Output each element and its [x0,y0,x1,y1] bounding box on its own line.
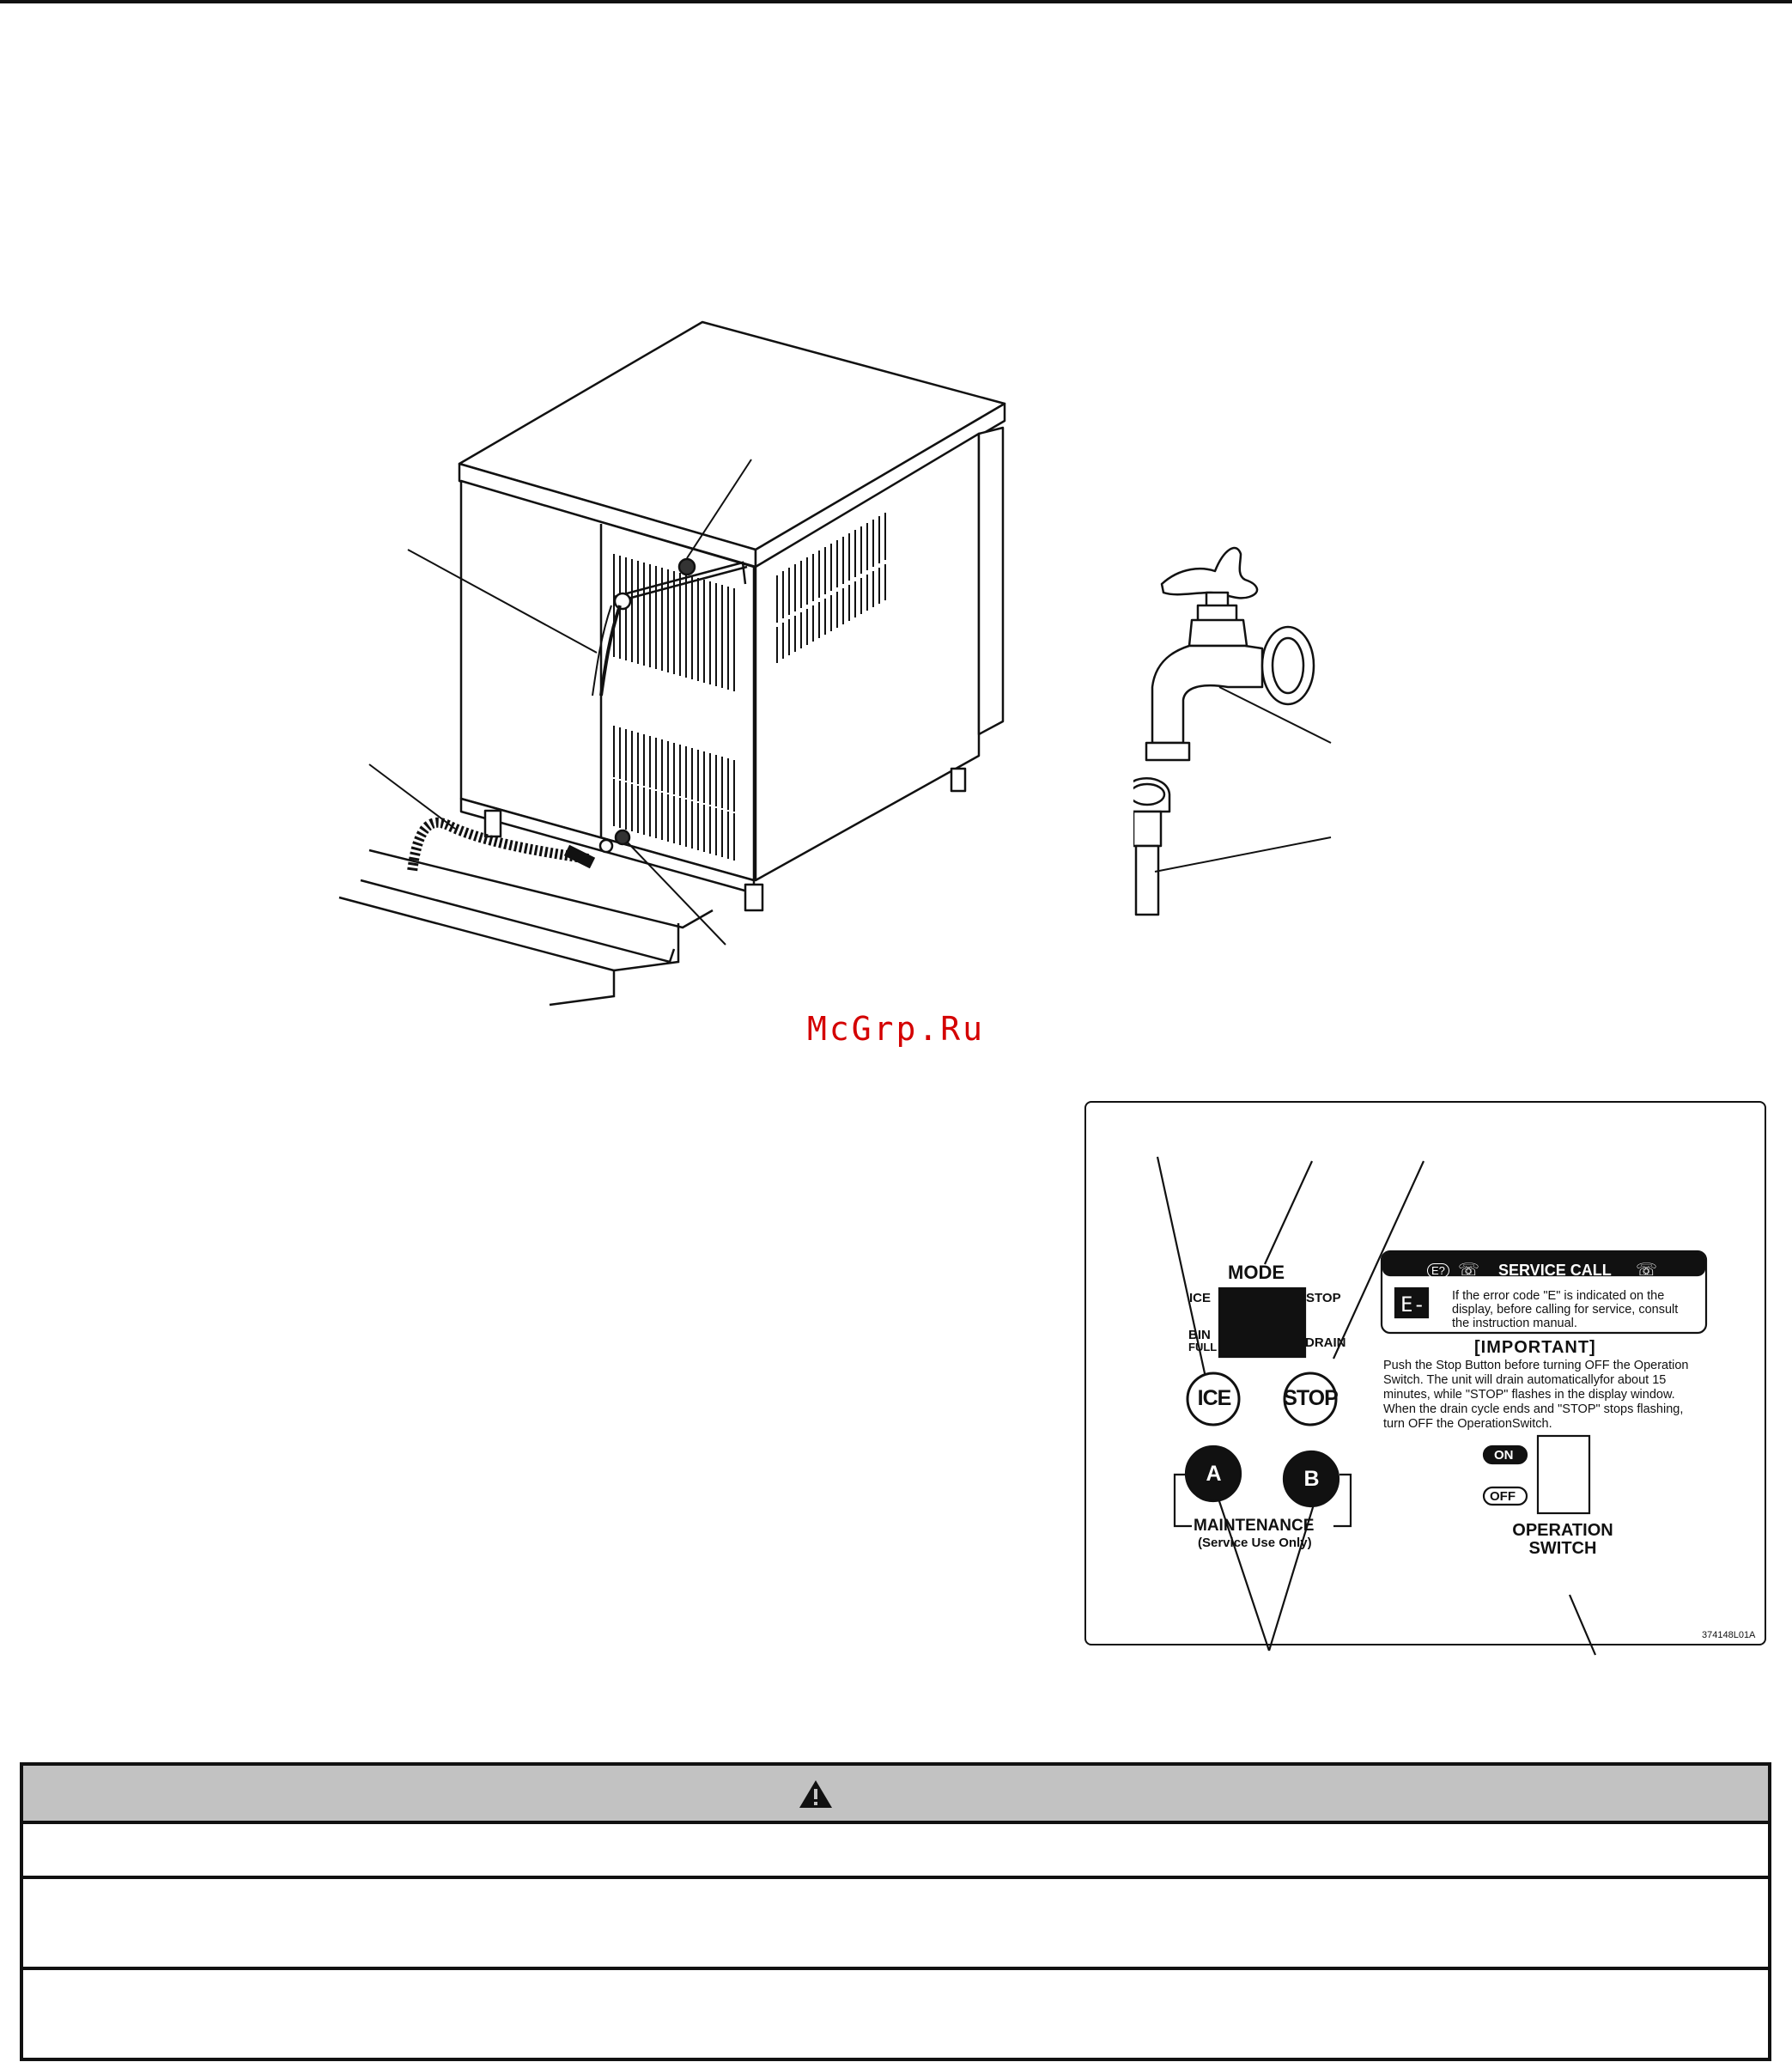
stop-button[interactable]: STOP [1283,1386,1339,1410]
part-code: 374148L01A [1702,1630,1756,1640]
warning-row-3 [23,1970,1768,2061]
service-use-only-label: (Service Use Only) [1198,1536,1312,1550]
off-label: OFF [1490,1489,1516,1504]
control-panel [1084,1101,1766,1645]
error-code-icon: E? [1427,1263,1449,1278]
important-text-1: Push the Stop Button before turning OFF … [1383,1359,1689,1372]
operation-switch[interactable] [1538,1436,1589,1513]
display-sample: E- [1400,1293,1425,1317]
top-rule [0,0,1792,3]
warning-header [23,1766,1768,1824]
important-text-2: Switch. The unit will drain automaticall… [1383,1373,1667,1387]
telephone-icon-right: ☏ [1636,1261,1658,1280]
important-text-3: minutes, while "STOP" flashes in the dis… [1383,1388,1675,1402]
stop-indicator-label: STOP [1306,1291,1341,1305]
telephone-icon: ☏ [1458,1261,1480,1280]
faucet-illustration [1133,546,1332,916]
ice-indicator-label: ICE [1189,1291,1212,1305]
mode-title: MODE [1228,1262,1285,1283]
bin-full-label-2: FULL [1188,1341,1218,1353]
important-title: [IMPORTANT] [1474,1338,1596,1357]
ice-machine-illustration [338,320,1006,1007]
warning-table [20,1762,1771,2061]
bin-full-label-1: BIN [1188,1328,1211,1342]
ice-button[interactable]: ICE [1197,1386,1232,1410]
maintenance-a-button[interactable]: A [1206,1462,1221,1486]
service-call-title: SERVICE CALL [1498,1262,1612,1279]
control-panel-graphics [1156,1156,1708,1656]
service-call-text-2: display, before calling for service, con… [1452,1303,1679,1317]
maintenance-b-button[interactable]: B [1303,1467,1319,1491]
maintenance-label: MAINTENANCE [1194,1517,1315,1535]
important-text-5: turn OFF the OperationSwitch. [1383,1417,1552,1431]
service-call-text-1: If the error code "E" is indicated on th… [1452,1289,1665,1303]
operation-switch-label-2: SWITCH [1528,1539,1597,1558]
watermark: McGrp.Ru [807,1010,986,1048]
important-text-4: When the drain cycle ends and "STOP" sto… [1383,1402,1684,1416]
operation-switch-label-1: OPERATION [1512,1521,1613,1540]
on-label: ON [1494,1448,1514,1463]
drain-indicator-label: DRAIN [1305,1335,1346,1350]
warning-row-1 [23,1824,1768,1879]
warning-triangle-icon [799,1780,832,1808]
warning-row-2 [23,1879,1768,1970]
service-call-text-3: the instruction manual. [1452,1317,1577,1330]
